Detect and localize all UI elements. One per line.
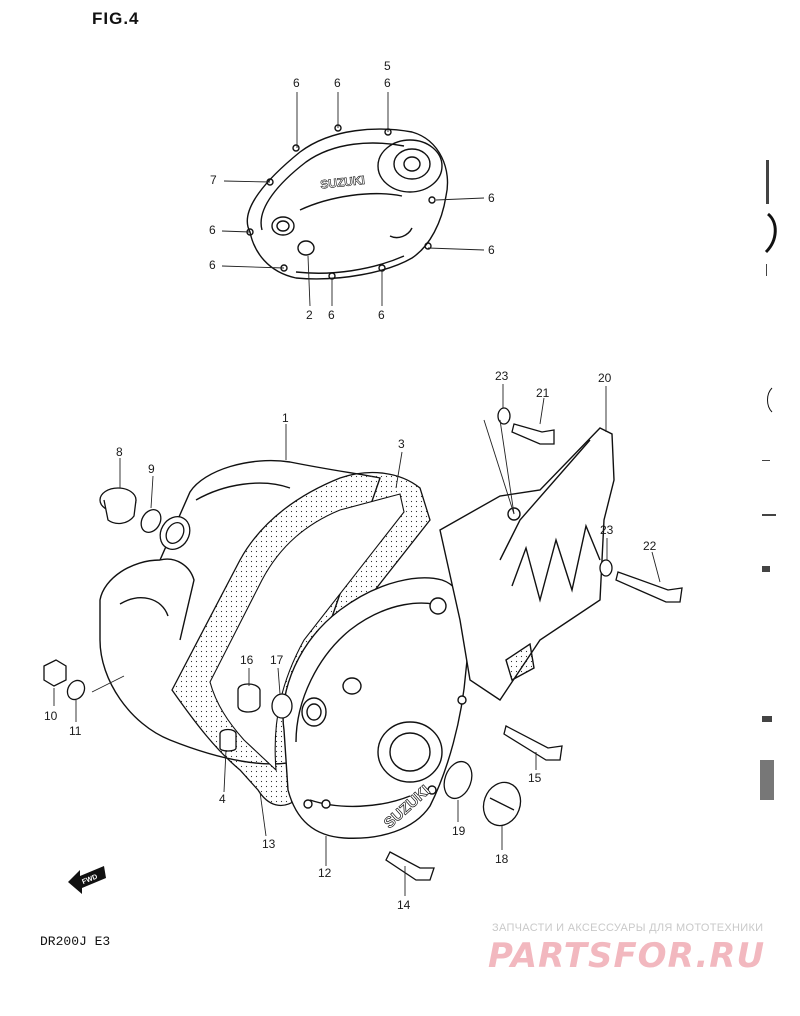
main-leaders (53, 384, 661, 896)
callout-9: 9 (148, 462, 155, 476)
watermark-tagline: ЗАПЧАСТИ И АКСЕССУАРЫ ДЛЯ МОТОТЕХНИКИ (492, 922, 764, 934)
callout-4: 4 (219, 792, 226, 806)
small-parts (43, 407, 683, 881)
callout-22: 22 (643, 539, 657, 553)
callout-18: 18 (495, 852, 509, 866)
callout-1: 1 (282, 411, 289, 425)
brand-mark-top: SUZUKI (320, 173, 366, 192)
callout-6-left-low: 6 (209, 258, 216, 272)
callout-6-right-upper: 6 (488, 191, 495, 205)
callout-6-top-left: 6 (293, 76, 300, 90)
callout-6-bottom-left: 6 (328, 308, 335, 322)
callout-17: 17 (270, 653, 284, 667)
callout-16: 16 (240, 653, 254, 667)
clutch-cover-inset (246, 124, 449, 280)
callout-6-right-lower: 6 (488, 243, 495, 257)
callout-6-bottom-right: 6 (378, 308, 385, 322)
figure-title: FIG.4 (92, 9, 140, 28)
callout-23-lower: 23 (600, 523, 614, 537)
callout-3: 3 (398, 437, 405, 451)
sprocket-cover (439, 427, 615, 701)
callout-20: 20 (598, 371, 612, 385)
watermark-logo: PARTSFOR.RU (488, 936, 766, 976)
callout-5: 5 (384, 59, 391, 73)
callout-14: 14 (397, 898, 411, 912)
scan-edge-artifacts (760, 160, 777, 800)
clutch-cover (282, 577, 469, 839)
callout-6-top-right: 6 (384, 76, 391, 90)
callout-21: 21 (536, 386, 550, 400)
callout-15: 15 (528, 771, 542, 785)
callout-10: 10 (44, 709, 58, 723)
callout-6-left-mid: 6 (209, 223, 216, 237)
callout-7: 7 (210, 173, 217, 187)
callout-19: 19 (452, 824, 466, 838)
inset-leaders (221, 92, 485, 307)
callout-6-top-mid: 6 (334, 76, 341, 90)
callout-2: 2 (306, 308, 313, 322)
model-code: DR200J E3 (40, 934, 111, 949)
callout-13: 13 (262, 837, 276, 851)
fwd-arrow (68, 866, 106, 894)
callout-11: 11 (69, 724, 82, 738)
callout-12: 12 (318, 866, 332, 880)
callout-23-upper: 23 (495, 369, 509, 383)
callout-8: 8 (116, 445, 123, 459)
